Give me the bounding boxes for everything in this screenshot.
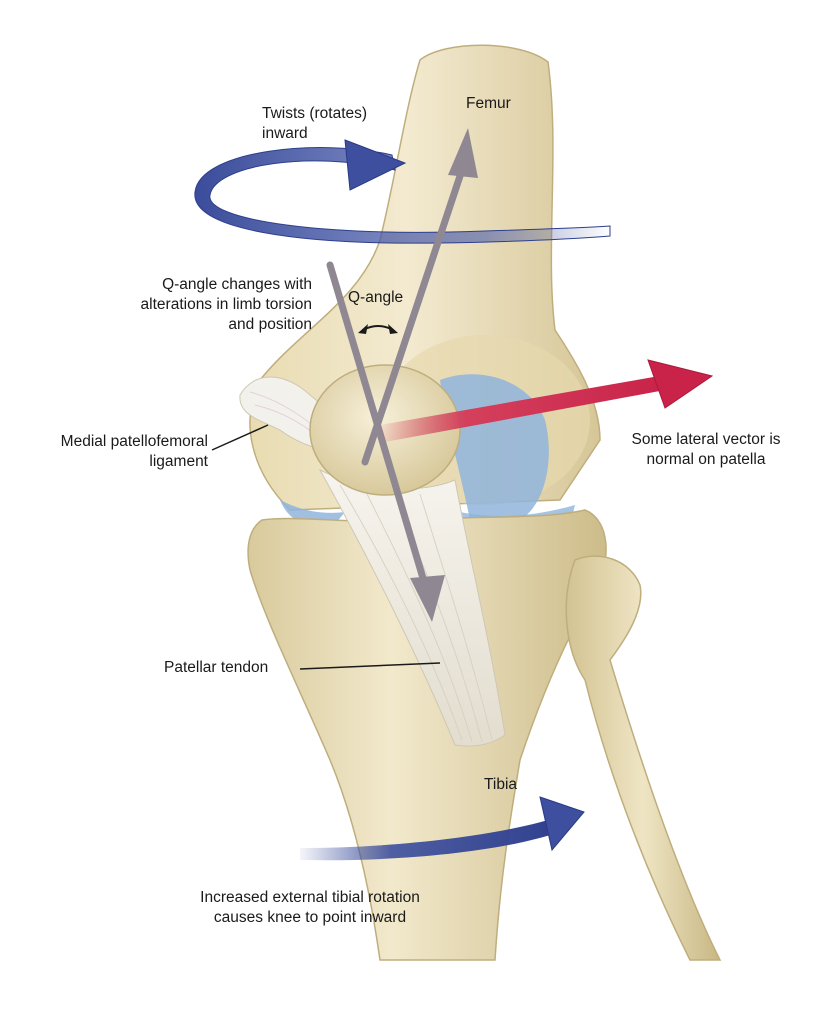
q-angle-changes-line-2: alterations in limb torsion [140,296,312,313]
medial-ligament-line-2: ligament [149,453,208,470]
twists-label-line-1: Twists (rotates) [262,105,368,122]
twists-label-line-2: inward [262,125,308,142]
q-angle-label: Q-angle [348,289,404,306]
medial-ligament-leader [211,424,269,451]
tibia-rotation-arrowhead [539,796,585,852]
q-angle-changes-line-1: Q-angle changes with [162,276,312,293]
tibia-rotation-arrow [300,818,560,861]
lateral-vector-line-2: normal on patella [646,451,766,468]
fibula-bone [565,555,722,961]
patellar-tendon-leader [299,662,441,670]
femur-label: Femur [466,95,511,112]
external-rotation-line-1: Increased external tibial rotation [200,889,420,906]
lateral-vector-label: Some lateral vector is normal on patella [598,430,814,470]
tendon-vector-line [326,261,429,589]
medial-ligament-label: Medial patellofemoral ligament [14,432,208,472]
q-angle-changes-line-3: and position [228,316,312,333]
external-rotation-line-2: causes knee to point inward [213,909,407,926]
tibia-label: Tibia [484,776,518,793]
quadriceps-vector-line [361,166,466,466]
tendon-vector-arrowhead [410,575,445,622]
lateral-vector-arrowhead [647,359,714,409]
femur-rotation-arrow [194,147,611,244]
medial-ligament-line-1: Medial patellofemoral [60,433,208,450]
external-rotation-label: Increased external tibial rotation cause… [160,888,460,928]
twists-label: Twists (rotates) inward [262,104,367,144]
q-angle-changes-label: Q-angle changes with alterations in limb… [92,275,312,335]
quadriceps-vector-arrowhead [448,128,478,178]
patellar-tendon [318,468,506,747]
tibia-bone [247,509,607,961]
patellar-tendon-label: Patellar tendon [164,659,269,676]
lateral-vector-arrow [380,375,665,442]
femur-rotation-arrowhead [344,139,407,191]
lateral-vector-line-1: Some lateral vector is [631,431,781,448]
